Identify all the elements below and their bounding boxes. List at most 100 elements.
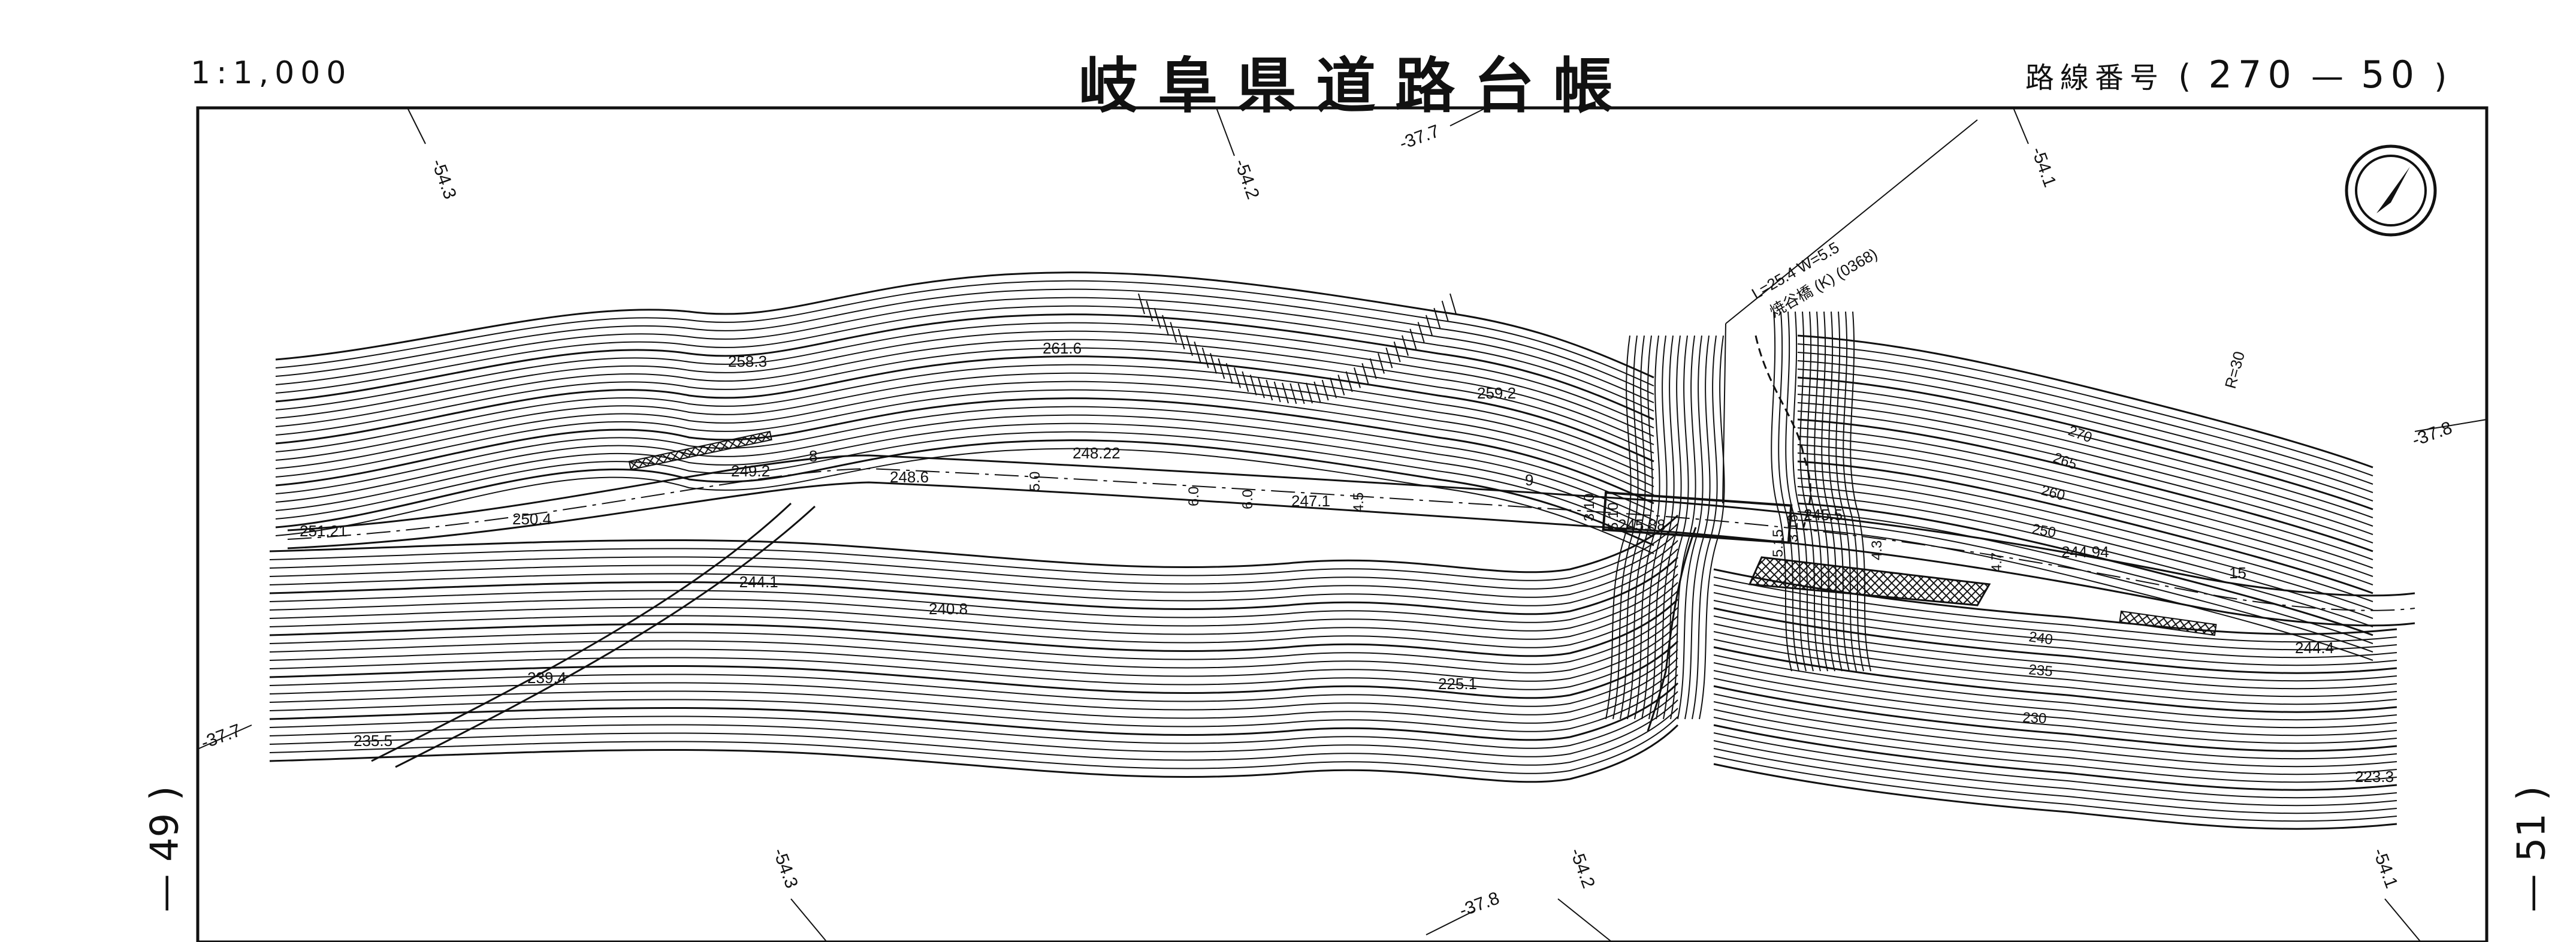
contour-line <box>1713 717 2397 783</box>
contour-line <box>1797 418 2373 552</box>
contour-line <box>1797 376 2373 511</box>
contour-235: 235 <box>2028 662 2053 680</box>
contour-250: 250 <box>2031 521 2057 541</box>
contour-line <box>1797 452 2373 585</box>
contour-line <box>1620 335 1646 720</box>
retaining-wall <box>1748 556 1991 606</box>
contour-line <box>1713 576 2397 643</box>
contour-line <box>1684 335 1711 720</box>
contour-line <box>1677 335 1704 720</box>
sheet-header: 1:1,000 岐阜県道路台帳 路線番号 ( 270 — 50 ) <box>0 0 2576 121</box>
contour-line <box>1612 335 1639 720</box>
cliff-hatch <box>1433 307 1441 329</box>
contour-line <box>269 514 1679 573</box>
cliff-hatch <box>1402 335 1409 356</box>
cliff-hatch <box>1282 382 1289 404</box>
bridge-leader <box>1722 323 1726 504</box>
route-number-label: 路線番号 <box>2025 61 2165 95</box>
contour-line <box>1778 311 1799 672</box>
cliff-hatch <box>1201 347 1209 369</box>
north-arrow-icon <box>2376 167 2410 213</box>
cliff-hatch <box>1186 335 1193 356</box>
cliff-hatch <box>1194 341 1201 363</box>
contour-line <box>1821 311 1843 672</box>
contour-line <box>275 422 1654 529</box>
cliff-hatch <box>1234 367 1241 388</box>
contour-230: 230 <box>2022 709 2047 727</box>
contour-line <box>1713 623 2397 690</box>
contour-line <box>269 640 1679 699</box>
road-edge-lower <box>287 481 2415 627</box>
contour-line <box>269 540 1678 598</box>
road <box>287 454 2415 768</box>
cliff-hatch <box>1306 382 1313 404</box>
contour-line <box>1713 631 2397 698</box>
contour-line <box>269 556 1679 615</box>
grid-label-left-y: -37.7 <box>198 720 244 753</box>
contour-line <box>1713 709 2397 775</box>
grid-label-right-y: -37.8 <box>2409 418 2455 450</box>
contour-line <box>1713 646 2397 713</box>
contour-line <box>269 724 1679 783</box>
map-scale: 1:1,000 <box>191 55 352 91</box>
contour-line <box>275 322 1654 428</box>
cliff-hatch <box>1354 367 1361 388</box>
elev-244-4: 244.4 <box>2295 639 2334 657</box>
side-road <box>371 502 792 762</box>
contour-line <box>1797 511 2373 644</box>
contour-line <box>275 448 1654 554</box>
contour-line <box>1785 311 1807 672</box>
contour-line <box>275 364 1654 470</box>
cliff-hatch <box>1378 353 1385 374</box>
route-close-paren: ) <box>2434 58 2451 95</box>
contour-line <box>1713 685 2397 752</box>
cliff-hatch <box>1313 381 1321 403</box>
contour-line <box>1656 335 1682 720</box>
contour-line <box>269 649 1678 707</box>
guardrail-right <box>2119 610 2217 636</box>
road-centerline <box>287 467 2415 611</box>
stream <box>1647 527 1697 732</box>
contour-240: 240 <box>2028 629 2053 648</box>
contour-line <box>269 674 1678 732</box>
contour-line <box>1713 693 2397 760</box>
grid-label-top-mid: -54.2 <box>1230 156 1263 202</box>
cliff-hatch <box>1441 300 1449 322</box>
contour-line <box>1797 427 2373 560</box>
cliff-hatch <box>1393 341 1401 363</box>
contour-270: 270 <box>2066 422 2094 446</box>
contour-line <box>1792 311 1814 672</box>
contour-line <box>1814 311 1835 672</box>
cliff-hatch <box>1417 322 1425 343</box>
contour-line <box>275 355 1654 463</box>
bridge-leader-2 <box>1725 119 1978 324</box>
bridge-deck <box>1602 491 1793 544</box>
contour-line <box>275 372 1654 479</box>
elev-225-1: 225.1 <box>1438 675 1477 693</box>
cliff-hatch <box>1258 377 1265 398</box>
cliff-hatch <box>1153 307 1161 329</box>
contour-260: 260 <box>2039 482 2067 504</box>
cliff-hatch <box>1337 375 1345 395</box>
contour-line <box>1797 352 2373 485</box>
contour-line <box>269 691 1678 749</box>
contour-line <box>1797 334 2373 469</box>
cliff-hatch <box>1289 383 1297 404</box>
bridge-yakedani <box>1602 119 1978 544</box>
elev-251-21: 251.21 <box>300 522 348 540</box>
cliff-hatch <box>1273 381 1281 403</box>
contour-line <box>269 565 1678 623</box>
elev-244-94: 244.94 <box>2061 543 2109 561</box>
contour-line <box>1713 756 2397 822</box>
contour-line <box>1797 520 2373 653</box>
contour-line <box>1797 486 2373 619</box>
contour-line <box>275 313 1654 421</box>
cliff-hatch <box>1210 353 1217 374</box>
contour-line <box>1713 724 2397 791</box>
cliff-hatch <box>1345 371 1353 393</box>
cliff-hatch <box>1449 293 1457 315</box>
contour-line <box>275 330 1654 437</box>
route-dash: — <box>2311 58 2347 95</box>
contour-line <box>269 598 1679 657</box>
cliff-hatch <box>1409 328 1417 350</box>
